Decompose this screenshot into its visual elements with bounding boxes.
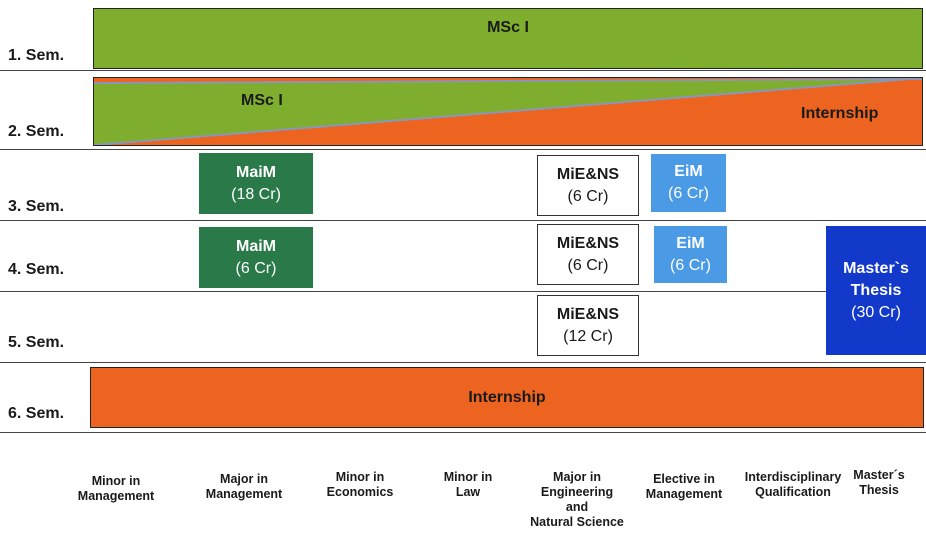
thesis-title-line2: Thesis (850, 281, 902, 299)
semester-label-3: 3. Sem. (8, 198, 65, 215)
thesis-title-line1: Master`s (843, 259, 909, 277)
mie-box-sem4: MiE&NS (6 Cr) (537, 224, 639, 285)
masters-thesis-box: Master`s Thesis (30 Cr) (826, 226, 926, 355)
msc-label-sem2: MSc I (241, 92, 283, 109)
mie-credits: (6 Cr) (567, 256, 609, 274)
eim-box-sem3: EiM (6 Cr) (651, 154, 726, 212)
mie-title: MiE&NS (556, 305, 620, 323)
row-divider-2 (0, 149, 926, 150)
row-divider-6 (0, 432, 926, 433)
row-divider-3 (0, 220, 926, 221)
semester-label-5: 5. Sem. (8, 334, 65, 351)
msc-bar-sem1-label: MSc I (487, 19, 529, 36)
maim-credits: (6 Cr) (235, 259, 277, 277)
internship-bar-sem6-label: Internship (468, 388, 546, 406)
mie-credits: (12 Cr) (563, 327, 613, 345)
mie-box-sem3: MiE&NS (6 Cr) (537, 155, 639, 216)
msc-internship-bar-sem2: MSc I Internship (93, 77, 923, 146)
thesis-credits: (30 Cr) (851, 303, 901, 321)
internship-bar-sem6: Internship (90, 367, 924, 428)
maim-credits: (18 Cr) (231, 185, 281, 203)
maim-title: MaiM (236, 237, 276, 255)
eim-title: EiM (674, 163, 703, 180)
semester-label-2: 2. Sem. (8, 123, 65, 140)
row-divider-5 (0, 362, 926, 363)
diagonal-split-shape (94, 78, 922, 145)
row-divider-4 (0, 291, 926, 292)
maim-box-sem3: MaiM (18 Cr) (199, 153, 313, 214)
mie-box-sem5: MiE&NS (12 Cr) (537, 295, 639, 356)
semester-label-6: 6. Sem. (8, 405, 65, 422)
mie-title: MiE&NS (556, 234, 620, 252)
eim-credits: (6 Cr) (668, 185, 709, 202)
row-divider-1 (0, 70, 926, 71)
eim-box-sem4: EiM (6 Cr) (654, 226, 727, 283)
semester-label-1: 1. Sem. (8, 47, 65, 64)
maim-box-sem4: MaiM (6 Cr) (199, 227, 313, 288)
maim-title: MaiM (236, 163, 276, 181)
eim-credits: (6 Cr) (670, 256, 711, 274)
msc-bar-sem1: MSc I (93, 8, 923, 69)
semester-label-4: 4. Sem. (8, 261, 65, 278)
eim-title: EiM (676, 234, 705, 252)
internship-label-sem2: Internship (801, 105, 879, 122)
mie-credits: (6 Cr) (567, 187, 609, 205)
mie-title: MiE&NS (556, 165, 620, 183)
